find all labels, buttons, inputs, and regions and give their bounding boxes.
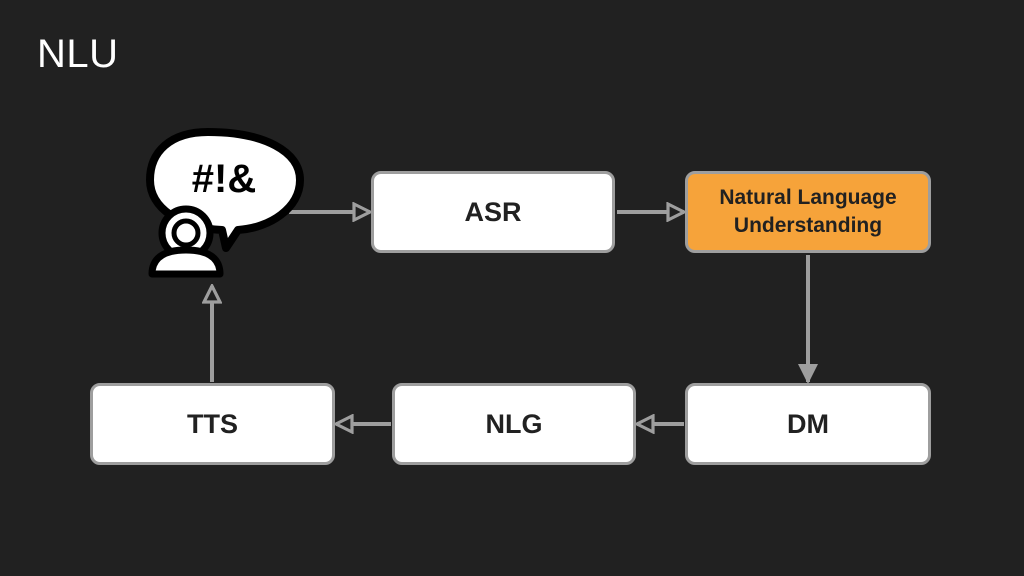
asr-box: ASR [371, 171, 615, 253]
nlg-box: NLG [392, 383, 636, 465]
nlu-box: Natural Language Understanding [685, 171, 931, 253]
dm-box: DM [685, 383, 931, 465]
asr-label: ASR [464, 196, 522, 227]
dm-label: DM [787, 408, 829, 439]
tts-label: TTS [187, 408, 238, 439]
nlg-label: NLG [485, 408, 543, 439]
bubble-text: #!& [192, 157, 256, 201]
nlu-label: Natural Language Understanding [719, 186, 897, 237]
tts-box: TTS [90, 383, 335, 465]
slide-title: NLU [37, 32, 119, 76]
